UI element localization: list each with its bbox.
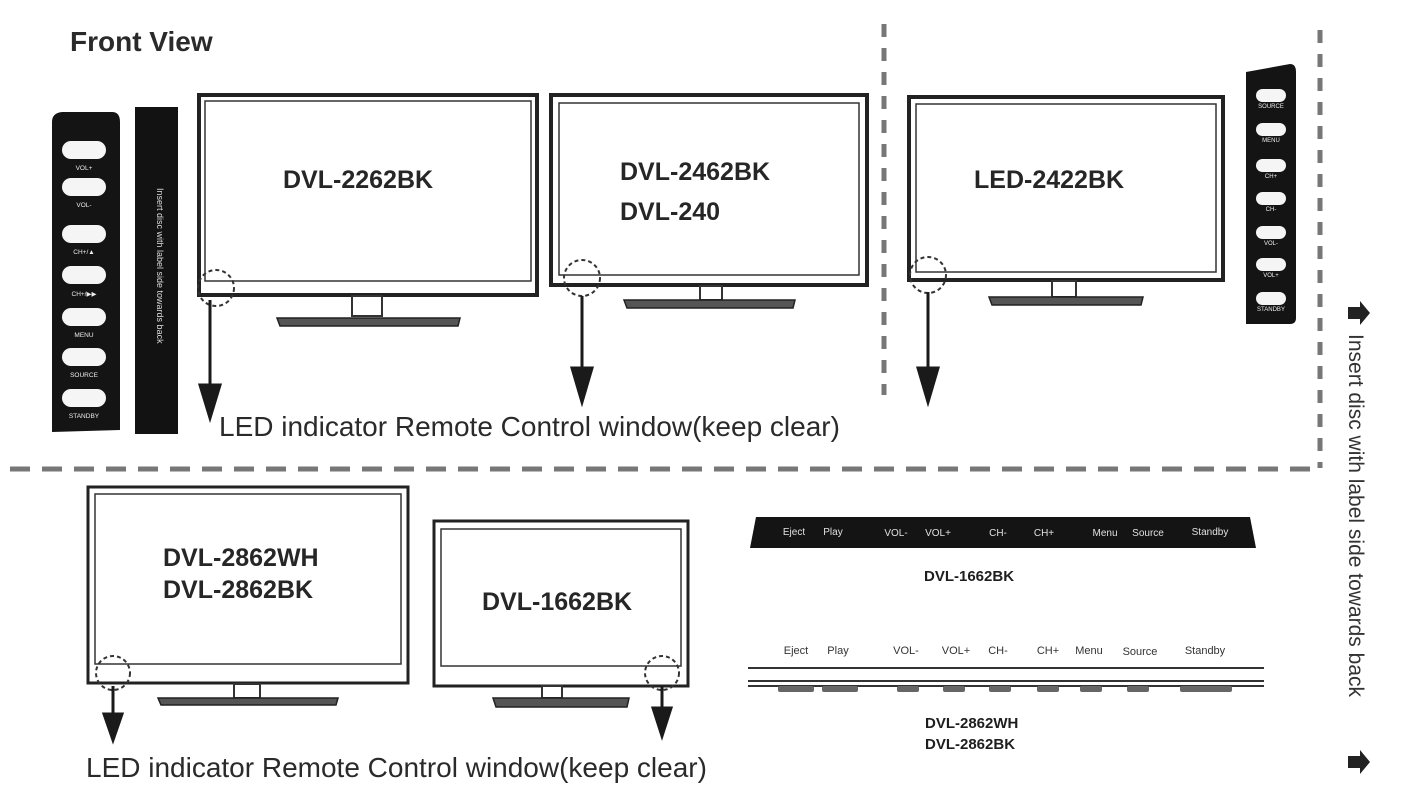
- model-dvl-1662bk: DVL-1662BK: [482, 588, 633, 616]
- disc-slot-strip: [135, 107, 178, 434]
- left-key-label-6: SOURCE: [70, 372, 98, 379]
- strip2862-key-8: Source: [1122, 646, 1158, 658]
- strip1662-key-4: VOL+: [925, 528, 951, 539]
- strip2862-model-bk: DVL-2862BK: [925, 736, 1016, 753]
- control-strip-1662: [750, 517, 1256, 548]
- led-arrows-bottom: [101, 686, 674, 745]
- strip2862-key-9: Standby: [1184, 645, 1226, 657]
- right-key-label-6: VOL+: [1263, 273, 1279, 279]
- right-key-label-2: MENU: [1262, 138, 1280, 144]
- right-key-label-4: CH-: [1265, 207, 1277, 213]
- strip1662-key-3: VOL-: [884, 528, 908, 539]
- tv-dvl-2862wh: [86, 485, 410, 706]
- right-key-pills: [1256, 89, 1286, 305]
- strip1662-key-1: Eject: [782, 527, 806, 538]
- left-key-pills: [62, 141, 106, 407]
- right-key-label-7: STANDBY: [1257, 307, 1285, 313]
- left-key-label-2: VOL-: [76, 202, 92, 209]
- tv-led-2422bk: [907, 95, 1225, 306]
- led-label-top: LED indicator Remote Control window(keep…: [219, 411, 840, 442]
- strip2862-model-wh: DVL-2862WH: [925, 715, 1019, 732]
- led-label-bottom: LED indicator Remote Control window(keep…: [86, 752, 707, 783]
- strip2862-key-3: VOL-: [893, 645, 919, 657]
- strip2862-key-7: Menu: [1075, 645, 1103, 657]
- model-dvl-2862bk: DVL-2862BK: [163, 576, 314, 604]
- tv-dvl-2262bk: [197, 93, 539, 327]
- strip1662-key-5: CH-: [989, 528, 1007, 539]
- insert-disc-label: Insert disc with label side towards back: [1344, 334, 1367, 697]
- slot-strip-text: Insert disc with label side towards back: [155, 188, 165, 344]
- strip1662-key-8: Source: [1132, 528, 1164, 539]
- strip1662-key-7: Menu: [1092, 528, 1118, 539]
- strip1662-key-2: Play: [823, 527, 843, 538]
- right-key-label-3: CH+: [1264, 174, 1278, 180]
- left-key-label-5: MENU: [74, 332, 94, 339]
- strip2862-key-4: VOL+: [941, 645, 971, 657]
- strip2862-key-6: CH+: [1036, 645, 1060, 657]
- led-arrows-top: [197, 292, 941, 424]
- strip1662-key-9: Standby: [1191, 527, 1229, 538]
- left-key-label-3: CH+/▲: [73, 249, 95, 256]
- model-dvl-2862wh: DVL-2862WH: [163, 544, 319, 572]
- model-dvl-2262bk: DVL-2262BK: [283, 166, 434, 194]
- insert-arrow-top: [1348, 301, 1370, 325]
- strip1662-key-6: CH+: [1033, 528, 1055, 539]
- tv-dvl-1662bk: [432, 519, 690, 708]
- model-dvl-2462bk: DVL-2462BK: [620, 158, 771, 186]
- strip2862-key-5: CH-: [988, 645, 1008, 657]
- right-key-label-1: SOURCE: [1258, 104, 1284, 110]
- left-key-label-1: VOL+: [75, 165, 93, 172]
- strip2862-key-2: Play: [827, 645, 849, 657]
- left-key-label-4: CH+/▶▶: [71, 291, 97, 298]
- control-strip-2862: [748, 667, 1264, 692]
- tv-dvl-2462bk: [549, 93, 869, 309]
- left-key-label-7: STANDBY: [68, 413, 100, 420]
- strip2862-key-1: Eject: [783, 645, 809, 657]
- insert-arrow-bottom: [1348, 750, 1370, 774]
- page-title: Front View: [70, 26, 213, 57]
- strip1662-model: DVL-1662BK: [924, 568, 1015, 585]
- model-dvl-240: DVL-240: [620, 198, 721, 226]
- right-key-label-5: VOL-: [1263, 241, 1278, 247]
- model-led-2422bk: LED-2422BK: [974, 166, 1125, 194]
